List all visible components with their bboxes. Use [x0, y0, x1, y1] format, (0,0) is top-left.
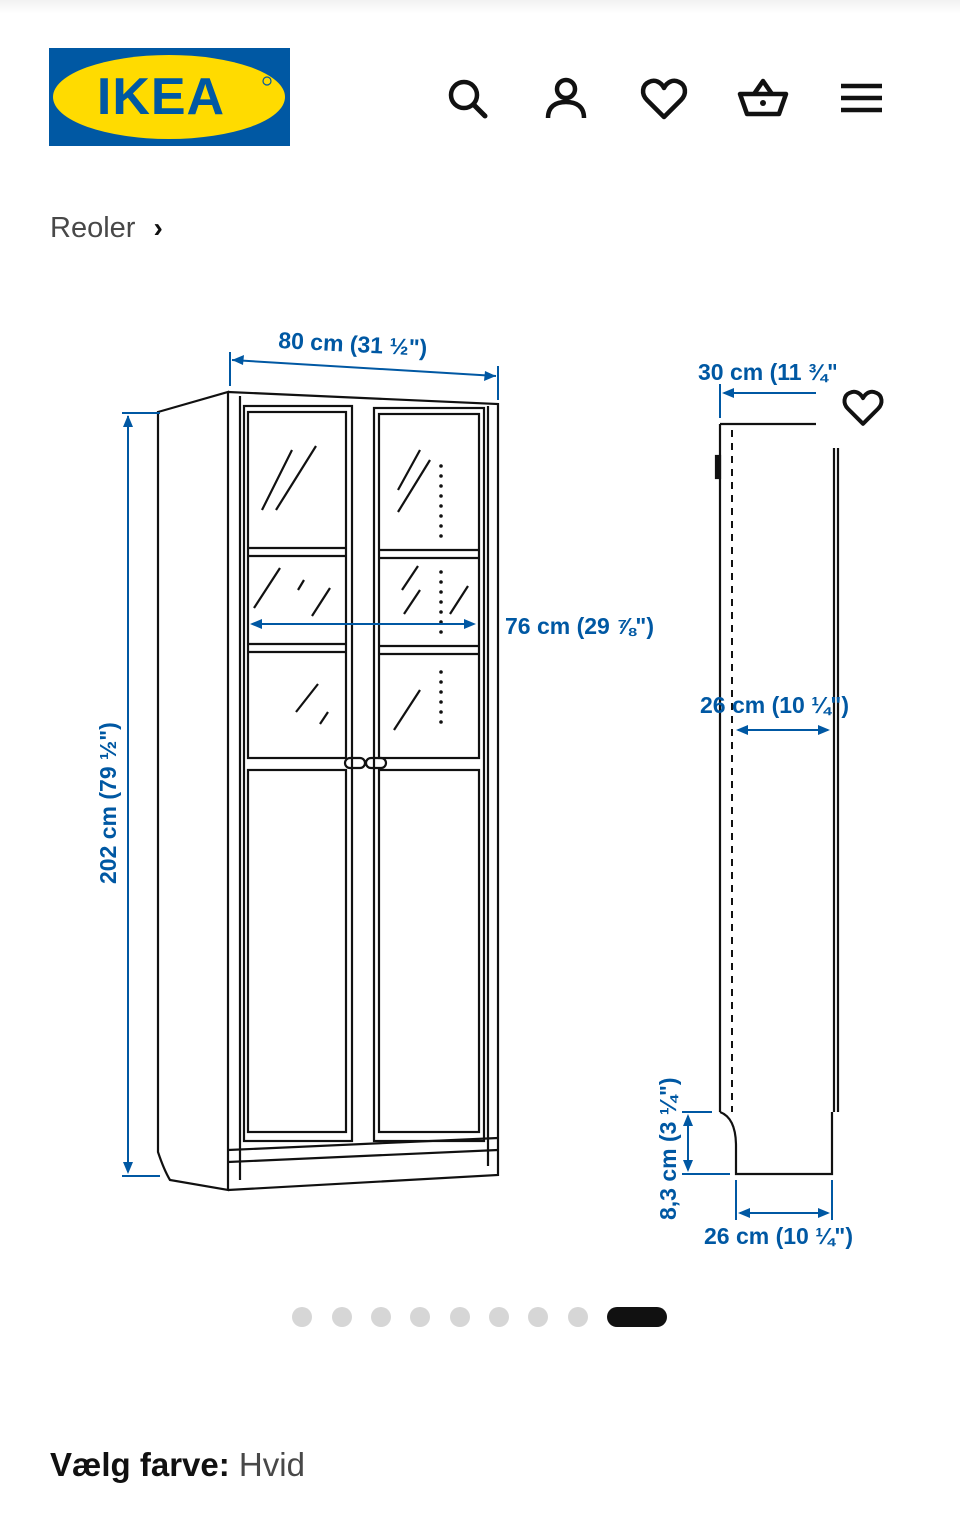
carousel-dot[interactable]	[410, 1307, 430, 1327]
carousel-dot[interactable]	[450, 1307, 470, 1327]
carousel-indicator	[0, 1305, 960, 1329]
heart-icon	[842, 389, 884, 426]
dim-height: 202 cm (79 ½")	[95, 722, 121, 884]
product-image-gallery[interactable]: 80 cm (31 ½") 202 cm (79 ½") 76 cm (29 ⅞…	[0, 300, 960, 1280]
cart-icon[interactable]	[737, 72, 789, 124]
carousel-dot[interactable]	[332, 1307, 352, 1327]
dim-base-height: 8,3 cm (3 ¼")	[655, 1077, 681, 1220]
menu-icon[interactable]	[836, 72, 888, 124]
search-icon[interactable]	[441, 72, 493, 124]
chevron-right-icon: ›	[153, 212, 163, 243]
carousel-dot[interactable]	[489, 1307, 509, 1327]
carousel-dot[interactable]	[371, 1307, 391, 1327]
ikea-logo[interactable]: IKEA	[49, 48, 290, 146]
carousel-dot[interactable]	[568, 1307, 588, 1327]
color-selector[interactable]: Vælg farve: Hvid	[50, 1446, 305, 1484]
dim-inner-depth: 26 cm (10 ¼")	[700, 692, 849, 718]
carousel-dot[interactable]	[292, 1307, 312, 1327]
breadcrumb[interactable]: Reoler ›	[50, 208, 163, 248]
carousel-dot-active[interactable]	[607, 1307, 667, 1327]
color-value: Hvid	[238, 1446, 305, 1483]
save-to-wishlist-button[interactable]	[834, 378, 892, 436]
dim-base-depth: 26 cm (10 ¼")	[704, 1223, 853, 1249]
account-icon[interactable]	[540, 72, 592, 124]
dim-width: 80 cm (31 ½")	[278, 327, 428, 361]
dim-depth-top: 30 cm (11 ¾")	[698, 359, 846, 385]
top-shadow	[0, 0, 960, 14]
dimension-drawing: 80 cm (31 ½") 202 cm (79 ½") 76 cm (29 ⅞…	[95, 327, 853, 1249]
logo-text: IKEA	[97, 68, 225, 126]
color-label: Vælg farve:	[50, 1446, 230, 1483]
carousel-dot[interactable]	[528, 1307, 548, 1327]
wishlist-icon[interactable]	[638, 72, 690, 124]
breadcrumb-reoler[interactable]: Reoler	[50, 211, 136, 244]
dim-inner-width: 76 cm (29 ⅞")	[505, 613, 654, 639]
